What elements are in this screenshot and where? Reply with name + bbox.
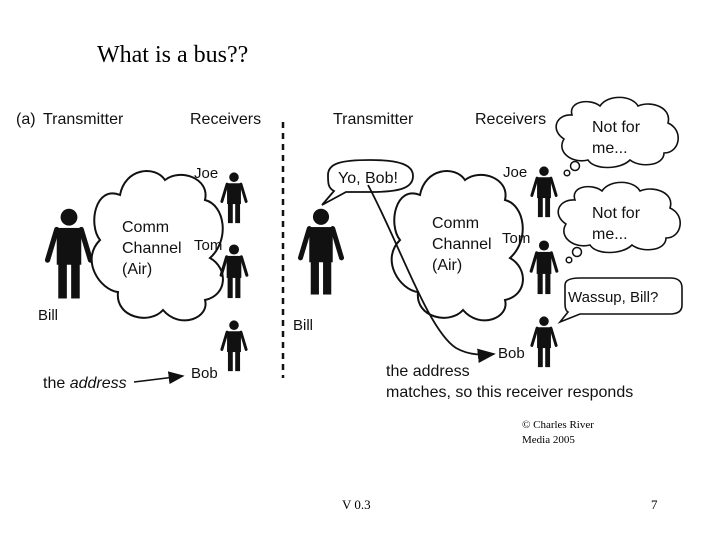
slide-title: What is a bus?? [97, 42, 249, 68]
tom-thought-text: Not for me... [592, 205, 644, 243]
left-joe-figure [220, 172, 248, 224]
joe-thought-dot [569, 160, 581, 172]
address-arrow [133, 371, 185, 385]
left-tom-label: Tom [194, 237, 222, 254]
right-bob-figure [530, 316, 558, 368]
right-receivers-heading: Receivers [475, 111, 546, 128]
version-label: V 0.3 [342, 497, 371, 512]
right-bill-label: Bill [293, 317, 313, 334]
right-tom-figure [529, 240, 559, 295]
left-comm-channel-label: Comm Channel (Air) [122, 219, 186, 278]
left-tom-figure [219, 244, 249, 299]
left-transmitter-heading: Transmitter [43, 111, 124, 128]
tom-thought-dot [565, 256, 573, 264]
right-comm-channel-label: Comm Channel (Air) [432, 215, 496, 274]
page-number: 7 [651, 497, 658, 512]
left-bill-label: Bill [38, 307, 58, 324]
copyright-note: © Charles River Media 2005 [522, 419, 594, 446]
left-receivers-heading: Receivers [190, 111, 261, 128]
left-comm-channel-cloud [90, 170, 224, 322]
tom-thought-cloud [557, 181, 681, 254]
left-bill-figure [48, 209, 91, 299]
left-bob-figure [220, 320, 248, 372]
right-joe-label: Joe [503, 164, 527, 181]
left-joe-label: Joe [194, 165, 218, 182]
message-path-arrow [367, 184, 496, 363]
bob-speech-bubble [557, 277, 683, 324]
right-bill-figure [300, 209, 341, 295]
joe-thought-cloud [555, 96, 679, 169]
left-bob-label: Bob [191, 365, 218, 382]
right-sender-speech-bubble [321, 159, 414, 206]
bob-speech-text: Wassup, Bill? [568, 289, 658, 306]
right-joe-figure [530, 166, 558, 218]
right-sender-speech-text: Yo, Bob! [338, 170, 398, 187]
joe-thought-text: Not for me... [592, 119, 644, 157]
match-note: the address matches, so this receiver re… [386, 363, 633, 401]
panel-label: (a) [16, 111, 36, 128]
tom-thought-dot [571, 246, 583, 258]
joe-thought-dot [563, 169, 571, 177]
right-bob-label: Bob [498, 345, 525, 362]
address-note: the address [43, 375, 127, 392]
right-transmitter-heading: Transmitter [333, 111, 414, 128]
right-comm-channel-cloud [390, 170, 524, 322]
right-tom-label: Tom [502, 230, 530, 247]
